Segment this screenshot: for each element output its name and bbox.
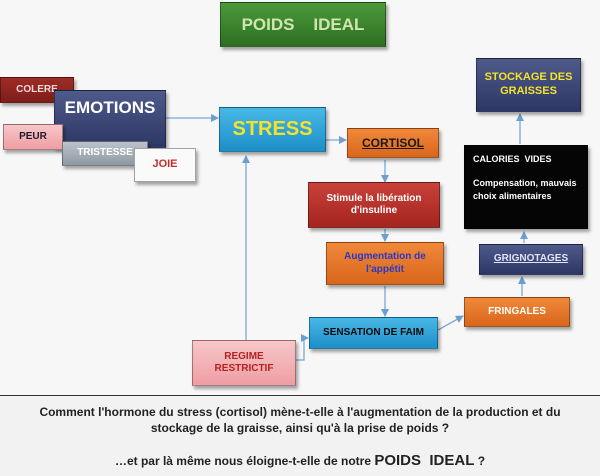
title-box: POIDS IDEAL	[220, 2, 386, 47]
node-peur: PEUR	[3, 124, 63, 150]
title-text: POIDS IDEAL	[241, 14, 365, 34]
node-faim-label: SENSATION DE FAIM	[323, 326, 424, 338]
node-insuline: Stimule la libération d'insuline	[308, 182, 440, 228]
node-appetit-label: Augmentation de l'appétit	[344, 251, 426, 275]
node-emotions: EMOTIONS	[54, 90, 166, 148]
node-regime-label: REGIME RESTRICTIF	[214, 350, 274, 375]
node-joie: JOIE	[134, 148, 196, 182]
node-insuline-label: Stimule la libération d'insuline	[326, 192, 422, 217]
node-cortisol: CORTISOL	[347, 128, 439, 158]
node-peur-label: PEUR	[19, 130, 47, 142]
node-calories-vides: CALORIES VIDES Compensation, mauvais cho…	[464, 145, 588, 229]
connectors	[166, 113, 528, 361]
node-tristesse-label: TRISTESSE	[77, 147, 133, 159]
diagram-canvas: POIDS IDEAL COLERE EMOTIONS PEUR TRISTES…	[0, 2, 588, 386]
question-line-2-suffix: ?	[477, 454, 486, 468]
node-regime: REGIME RESTRICTIF	[192, 340, 296, 386]
node-fringales-label: FRINGALES	[488, 305, 546, 317]
question-panel: Comment l'hormone du stress (cortisol) m…	[0, 395, 600, 476]
question-line-2-emphasis: POIDS IDEAL	[374, 452, 475, 469]
node-calories-body: Compensation, mauvais choix alimentaires	[473, 178, 577, 202]
node-cortisol-label: CORTISOL	[362, 135, 424, 150]
node-grignotages-label: GRIGNOTAGES	[493, 253, 569, 265]
arrow-faim-fringales	[437, 315, 464, 331]
node-faim: SENSATION DE FAIM	[309, 317, 438, 349]
question-line-2-prefix: …et par là même nous éloigne-t-elle de n…	[114, 454, 371, 468]
question-line-2: …et par là même nous éloigne-t-elle de n…	[0, 452, 600, 469]
node-tristesse: TRISTESSE	[62, 141, 148, 166]
node-grignotages: GRIGNOTAGES	[479, 244, 583, 275]
node-joie-label: JOIE	[152, 158, 178, 171]
node-calories-title: CALORIES VIDES	[473, 154, 552, 164]
node-stress-label: STRESS	[232, 118, 313, 140]
node-stockage: STOCKAGE DES GRAISSES	[476, 58, 581, 112]
node-colere-label: COLERE	[16, 83, 58, 95]
node-emotions-label: EMOTIONS	[64, 98, 156, 117]
node-stockage-label: STOCKAGE DES GRAISSES	[484, 71, 573, 97]
question-line-1: Comment l'hormone du stress (cortisol) m…	[39, 405, 561, 436]
node-fringales: FRINGALES	[464, 297, 570, 327]
arrow-regime-faim	[296, 334, 309, 361]
node-stress: STRESS	[219, 107, 326, 152]
node-appetit: Augmentation de l'appétit	[326, 242, 444, 285]
